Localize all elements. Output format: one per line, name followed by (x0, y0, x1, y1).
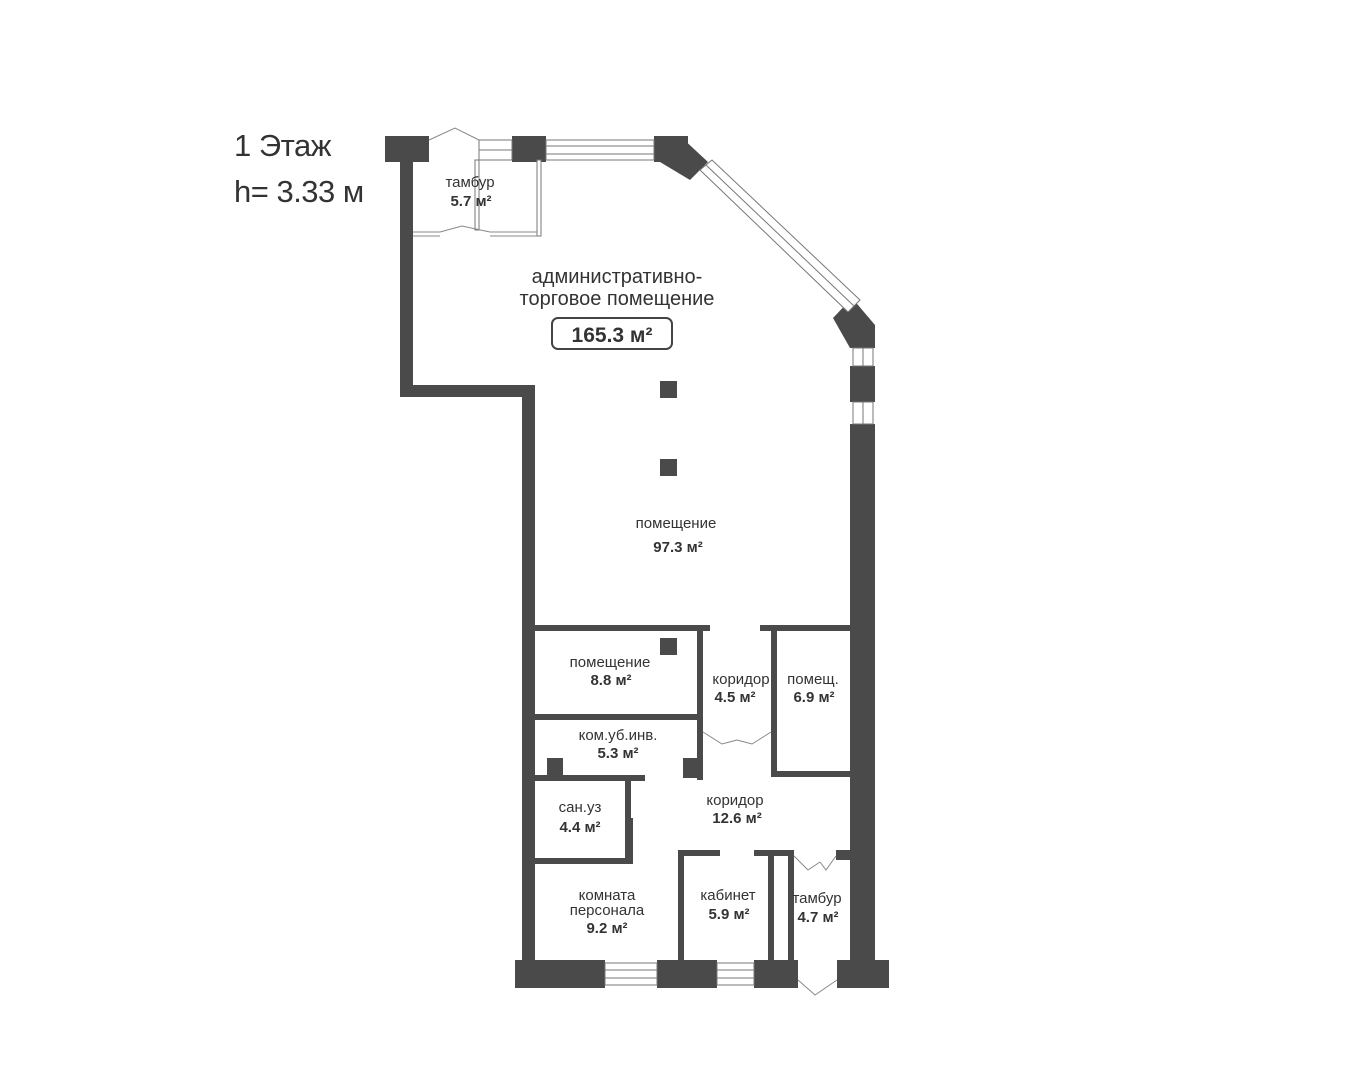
window (716, 962, 755, 986)
main-room-area-box (551, 317, 673, 350)
wall-right-segment (850, 366, 875, 402)
column (660, 459, 677, 476)
wall-pier (837, 960, 889, 988)
window (545, 139, 655, 161)
wall-left-upper (400, 136, 413, 397)
room-area-vestibule-bottom: 4.7 м² (797, 909, 838, 926)
partition (760, 625, 855, 631)
wall-corner (660, 136, 708, 180)
partition (697, 720, 703, 780)
partition (535, 625, 710, 631)
room-area-hall: 97.3 м² (653, 539, 702, 556)
room-area-vestibule-top: 5.7 м² (450, 193, 491, 210)
wall-step (400, 385, 535, 397)
wall-pier (512, 136, 546, 162)
room-name-janitor: ком.уб.инв. (579, 727, 658, 744)
room-name-staff-2: персонала (570, 902, 645, 919)
wall-right-main (850, 424, 875, 964)
room-name-hall: помещение (636, 515, 717, 532)
partition (771, 625, 777, 775)
column (683, 758, 699, 778)
partition (836, 850, 855, 860)
room-name-bathroom: сан.уз (559, 799, 602, 816)
room-name-office: кабинет (700, 887, 755, 904)
vestibule-top-walls (413, 127, 542, 237)
window (604, 962, 658, 986)
wall-corner (833, 298, 875, 348)
partition (697, 625, 703, 720)
column (660, 381, 677, 398)
partition (771, 771, 855, 777)
column (660, 638, 677, 655)
room-area-8-8: 8.8 м² (590, 672, 631, 689)
room-name-staff-1: комната (579, 887, 636, 904)
wall-pier (657, 960, 717, 988)
partition (535, 714, 703, 720)
walls (385, 136, 889, 988)
partition (678, 850, 720, 856)
room-name-vestibule-top: тамбур (445, 174, 494, 191)
ceiling-height: h= 3.33 м (234, 174, 364, 209)
partition (625, 778, 631, 818)
room-area-corridor-big: 12.6 м² (712, 810, 761, 827)
room-area-6-9: 6.9 м² (793, 689, 834, 706)
wall-pier (515, 960, 605, 988)
partition (788, 850, 794, 965)
room-area-staff: 9.2 м² (586, 920, 627, 937)
doors (702, 731, 838, 996)
column (547, 758, 563, 778)
partition (625, 818, 633, 863)
partition (535, 775, 645, 781)
room-name-corridor-small: коридор (712, 671, 769, 688)
floor-title: 1 Этаж (234, 128, 331, 163)
room-name-8-8: помещение (570, 654, 651, 671)
main-room-name-1: административно- (532, 266, 703, 288)
partition (535, 858, 633, 864)
room-area-office: 5.9 м² (708, 906, 749, 923)
room-name-vestibule-bottom: тамбур (792, 890, 841, 907)
wall-left-lower (522, 385, 535, 965)
partition (678, 850, 684, 965)
partitions (535, 625, 855, 965)
main-room-name-2: торговое помещение (520, 288, 715, 310)
room-area-bathroom: 4.4 м² (559, 819, 600, 836)
partition (768, 850, 774, 965)
room-name-6-9: помещ. (787, 671, 839, 688)
windows (478, 139, 874, 986)
room-name-corridor-big: коридор (706, 792, 763, 809)
room-area-corridor-small: 4.5 м² (714, 689, 755, 706)
room-area-janitor: 5.3 м² (597, 745, 638, 762)
main-room-area: 165.3 м² (572, 324, 653, 347)
